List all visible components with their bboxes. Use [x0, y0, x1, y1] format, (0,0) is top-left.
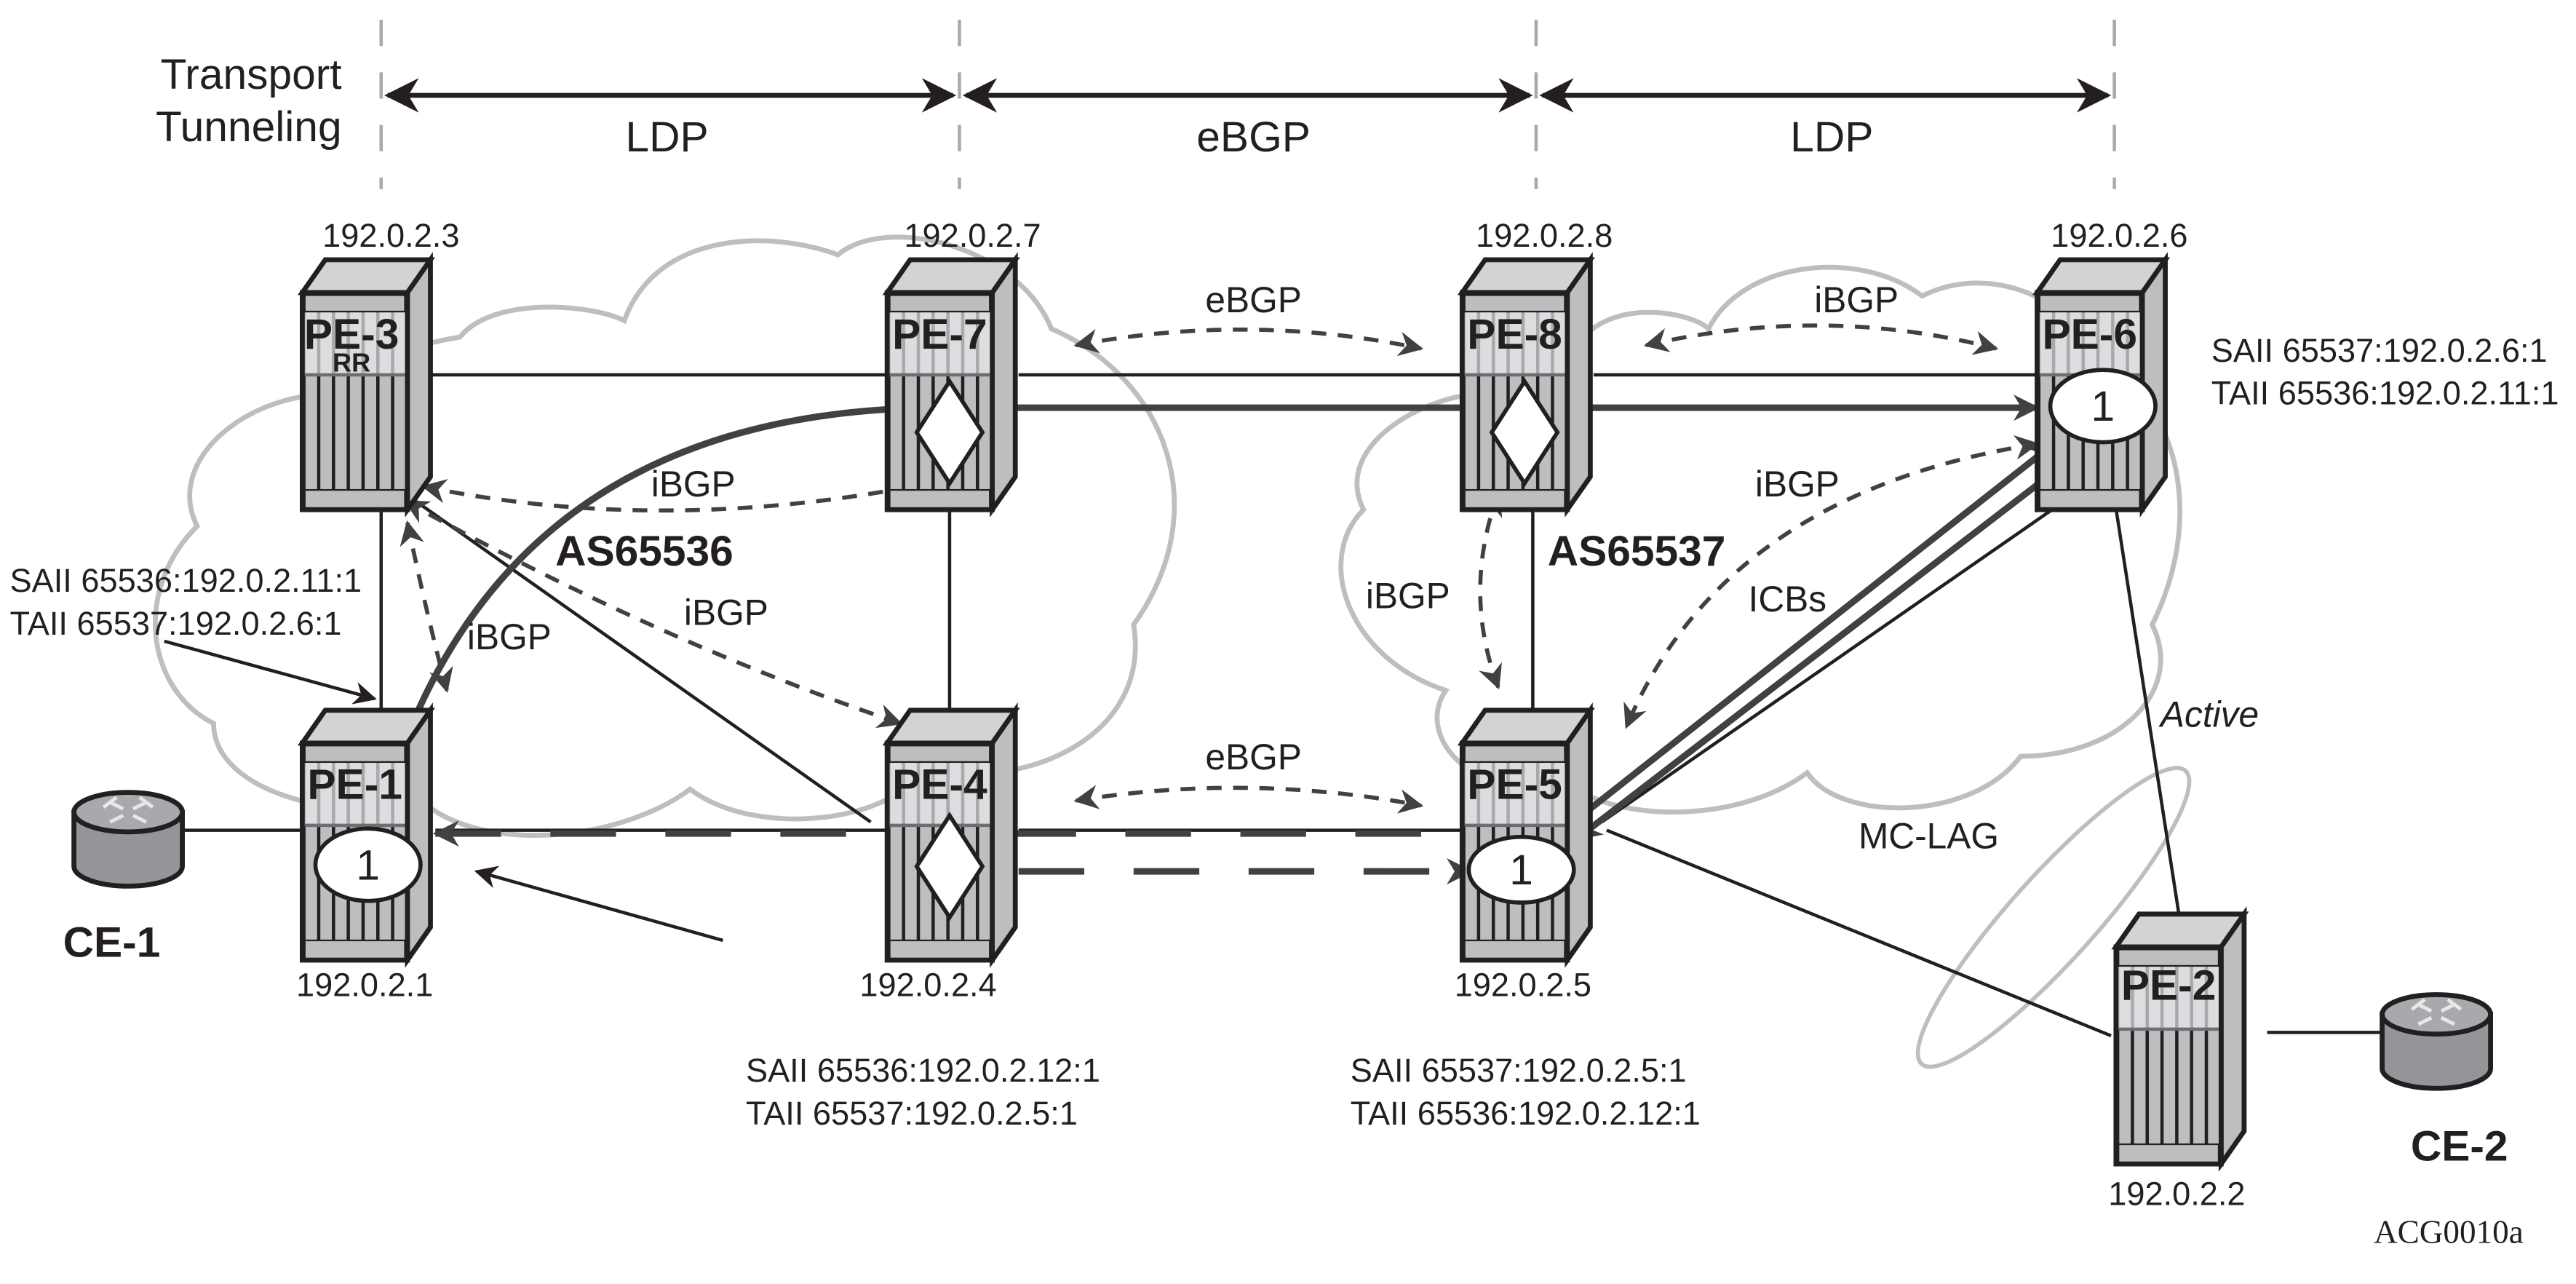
figure-id: ACG0010a — [2374, 1214, 2524, 1251]
node-pe4[interactable]: PE-4 — [887, 710, 1015, 960]
pe7-ip: 192.0.2.7 — [904, 217, 1041, 254]
header-title-line2: Tunneling — [156, 103, 342, 151]
label-pe3-pe1-ibgp: iBGP — [467, 617, 552, 657]
segment-label-ldp-right: LDP — [1790, 114, 1873, 161]
label-pe3-pe7-ibgp: iBGP — [651, 464, 736, 504]
segment-label-ldp-left: LDP — [626, 114, 709, 161]
pe6-taii: TAII 65536:192.0.2.11:1 — [2211, 375, 2559, 412]
pe3-label: PE-3 — [304, 311, 399, 358]
node-pe6[interactable]: PE-6 1 — [2037, 260, 2165, 510]
bgp-sessions — [399, 323, 2040, 814]
pe5-ip: 192.0.2.5 — [1455, 967, 1591, 1004]
header-title-line1: Transport — [161, 51, 342, 98]
ce2-label: CE-2 — [2411, 1123, 2508, 1170]
label-pe6-pe5-ibgp: iBGP — [1755, 464, 1840, 504]
label-pe3-pe4-ibgp: iBGP — [684, 592, 768, 633]
pe6-ip: 192.0.2.6 — [2051, 217, 2187, 254]
as65536-label: AS65536 — [555, 528, 734, 575]
pe2-label: PE-2 — [2121, 962, 2216, 1009]
segment-label-ebgp: eBGP — [1196, 114, 1311, 161]
as65537-cloud — [1338, 264, 2182, 815]
node-pe3[interactable]: PE-3 RR — [302, 260, 430, 510]
pe4-taii: TAII 65537:192.0.2.5:1 — [746, 1095, 1078, 1132]
node-pe7[interactable]: PE-7 — [887, 260, 1015, 510]
pe2-ip: 192.0.2.2 — [2108, 1176, 2245, 1213]
router-icon — [2382, 994, 2491, 1088]
pe4-label: PE-4 — [892, 761, 987, 809]
pe6-label: PE-6 — [2042, 311, 2136, 358]
pe8-ip: 192.0.2.8 — [1476, 217, 1613, 254]
pe7-switch-diamond — [914, 377, 985, 488]
ce1-label: CE-1 — [63, 919, 161, 967]
pe5-label: PE-5 — [1467, 761, 1562, 809]
pe5-taii: TAII 65536:192.0.2.12:1 — [1351, 1095, 1701, 1132]
label-mclag: MC-LAG — [1859, 815, 1999, 856]
as65537-label: AS65537 — [1548, 528, 1726, 575]
label-pe8-pe5-ibgp: iBGP — [1366, 576, 1450, 617]
pe5-vc-id: 1 — [1509, 847, 1533, 894]
pe3-rr-label: RR — [333, 347, 370, 377]
pe7-label: PE-7 — [892, 311, 987, 358]
node-ce1[interactable] — [74, 793, 183, 887]
router-icon — [74, 793, 183, 887]
label-pe8-pe6-ibgp: iBGP — [1814, 280, 1899, 320]
pe1-vc-endpoint — [313, 826, 423, 903]
pe1-saii: SAII 65536:192.0.2.11:1 — [10, 562, 362, 599]
pe5-vc-endpoint — [1466, 834, 1576, 905]
node-pe5[interactable]: PE-5 1 — [1462, 710, 1590, 960]
label-icbs: ICBs — [1749, 579, 1827, 619]
pe3-ip: 192.0.2.3 — [322, 217, 459, 254]
pe1-vc-id: 1 — [356, 841, 380, 889]
as65536-cloud — [153, 234, 1177, 839]
transport-header: Transport Tunneling LDP eBGP LDP — [156, 20, 2116, 189]
node-pe1[interactable]: PE-1 1 — [302, 710, 430, 960]
label-pe4-pe5-ebgp: eBGP — [1205, 737, 1301, 777]
pe4-saii: SAII 65536:192.0.2.12:1 — [746, 1052, 1100, 1089]
pe4-ip: 192.0.2.4 — [859, 967, 996, 1004]
node-pe2[interactable]: PE-2 — [2116, 914, 2244, 1164]
mclag-ellipse — [1915, 766, 2192, 1069]
pe8-label: PE-8 — [1467, 311, 1562, 358]
pe4-switch-diamond — [914, 812, 985, 922]
segment-dividers — [379, 20, 2116, 189]
label-active: Active — [2158, 694, 2259, 734]
pe6-saii: SAII 65537:192.0.2.6:1 — [2211, 332, 2548, 369]
pe5-saii: SAII 65537:192.0.2.5:1 — [1351, 1052, 1687, 1089]
node-ce2[interactable] — [2382, 994, 2491, 1088]
label-pe7-pe8-ebgp: eBGP — [1205, 280, 1301, 320]
pe6-vc-id: 1 — [2091, 383, 2115, 430]
pe1-label: PE-1 — [307, 761, 402, 809]
pe8-switch-diamond — [1489, 377, 1560, 488]
pe6-vc-endpoint — [2048, 368, 2158, 445]
pe1-taii: TAII 65537:192.0.2.6:1 — [10, 605, 342, 642]
node-pe8[interactable]: PE-8 — [1462, 260, 1590, 510]
pe1-ip: 192.0.2.1 — [296, 967, 433, 1004]
